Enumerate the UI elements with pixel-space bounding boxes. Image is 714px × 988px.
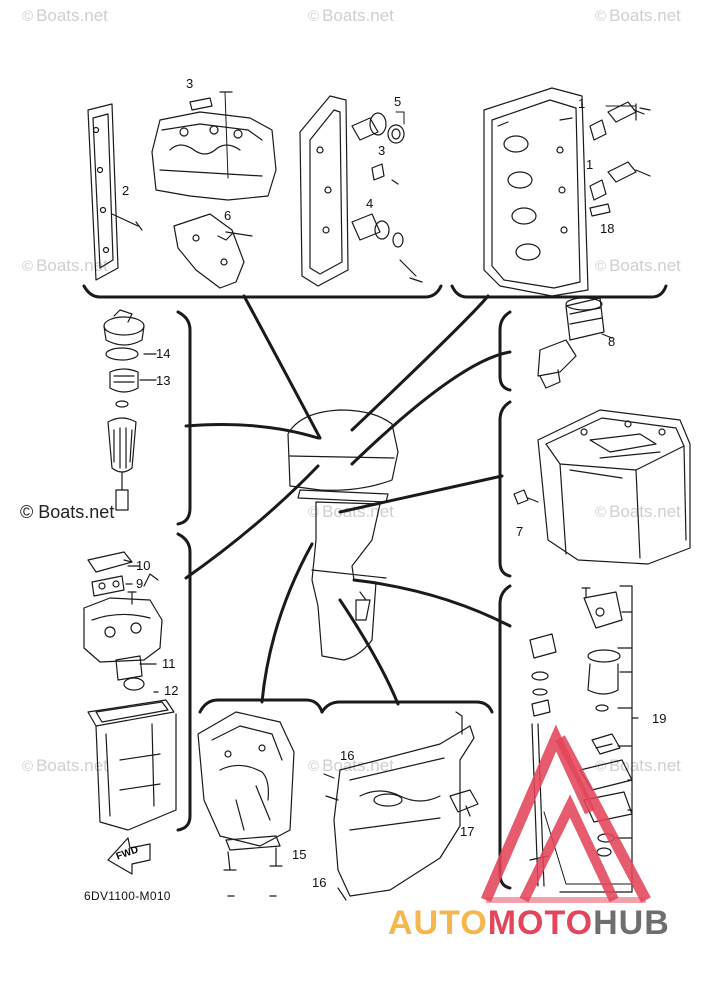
callout-13: 13 bbox=[156, 373, 171, 388]
callout-17: 17 bbox=[460, 824, 475, 839]
bracket-right-middle bbox=[498, 400, 512, 578]
brand-moto: MOTO bbox=[487, 904, 594, 942]
vapor-separator-assembly bbox=[83, 551, 163, 681]
vapor-housing-lower bbox=[87, 677, 177, 831]
callout-1: 1 bbox=[586, 157, 594, 172]
bracket-bottom-center bbox=[320, 700, 494, 714]
watermark: ©Boats.net bbox=[595, 502, 681, 521]
oil-pan-part bbox=[513, 409, 691, 565]
bracket-top-left bbox=[82, 284, 443, 299]
engine-block-upper-left bbox=[151, 91, 277, 289]
callout-8: 8 bbox=[608, 334, 616, 349]
watermark: ©Boats.net bbox=[595, 6, 681, 25]
callout-16: 16 bbox=[340, 748, 355, 763]
oil-filter-part bbox=[537, 297, 613, 389]
watermark: ©Boats.net bbox=[22, 6, 108, 25]
callout-2: 2 bbox=[122, 183, 130, 198]
watermark: ©Boats.net bbox=[308, 6, 394, 25]
callout-18: 18 bbox=[600, 221, 615, 236]
cylinder-head-part bbox=[483, 87, 651, 297]
watermark: ©Boats.net bbox=[308, 502, 394, 521]
bracket-bottom-left bbox=[198, 698, 324, 714]
side-housing-part bbox=[299, 95, 423, 287]
callout-15: 15 bbox=[292, 847, 307, 862]
bracket-left-upper bbox=[176, 310, 192, 526]
callout-12: 12 bbox=[164, 683, 179, 698]
boats-net-watermark-label: © Boats.net bbox=[20, 502, 115, 522]
callout-16: 16 bbox=[312, 875, 327, 890]
connector-lines bbox=[184, 294, 512, 706]
diagram-part-code: 6DV1100-M010 bbox=[84, 889, 171, 903]
bracket-right-top bbox=[498, 310, 512, 392]
callout-4: 4 bbox=[366, 196, 374, 211]
callout-9: 9 bbox=[136, 576, 144, 591]
automotohub-logo-mark bbox=[480, 724, 651, 903]
watermark: ©Boats.net bbox=[22, 256, 108, 275]
fuel-filter-assembly bbox=[103, 309, 157, 511]
bracket-left-lower bbox=[176, 532, 192, 832]
callout-11: 11 bbox=[162, 656, 176, 671]
gear-case-part bbox=[323, 711, 479, 901]
fwd-arrow bbox=[107, 837, 151, 875]
watermark: ©Boats.net bbox=[22, 756, 108, 775]
callout-19: 19 bbox=[652, 711, 667, 726]
brand-hub: HUB bbox=[593, 904, 670, 942]
intake-plate-part bbox=[87, 103, 143, 281]
callout-3: 3 bbox=[186, 76, 194, 91]
callout-3: 3 bbox=[378, 143, 386, 158]
exhaust-guide-part bbox=[197, 711, 295, 897]
watermark: ©Boats.net bbox=[595, 256, 681, 275]
outboard-motor-silhouette bbox=[287, 409, 399, 661]
callout-5: 5 bbox=[394, 94, 402, 109]
bracket-right-lower bbox=[498, 584, 512, 890]
brand-auto: AUTO bbox=[388, 904, 488, 942]
callout-7: 7 bbox=[516, 524, 524, 539]
callout-6: 6 bbox=[224, 208, 232, 223]
callout-14: 14 bbox=[156, 346, 171, 361]
callout-1: 1 bbox=[578, 96, 586, 111]
bracket-top-right bbox=[450, 284, 668, 299]
callout-10: 10 bbox=[136, 558, 151, 573]
automotohub-brand-text: AUTOMOTOHUB bbox=[388, 904, 670, 943]
